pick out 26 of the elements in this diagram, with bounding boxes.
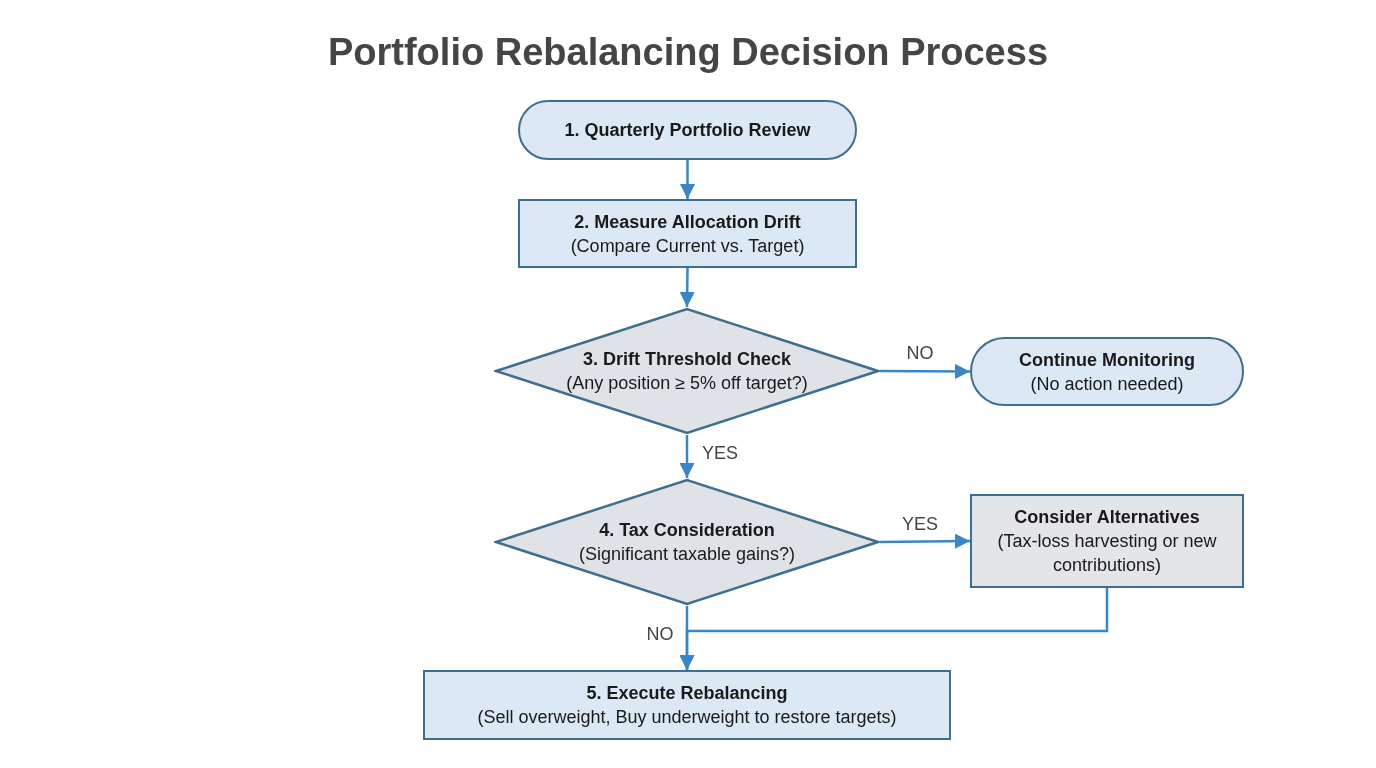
step-heading: Continue Monitoring <box>1018 348 1196 372</box>
step-description: (Compare Current vs. Target) <box>569 234 806 258</box>
step-heading: Consider Alternatives <box>1013 506 1201 529</box>
decision-diamond <box>494 478 880 606</box>
step-heading: 4. Tax Consideration <box>598 519 776 542</box>
step-description: (Tax-loss harvesting or new contributions) <box>996 530 1218 577</box>
arrow <box>679 435 695 478</box>
arrow <box>679 606 695 670</box>
arrow <box>880 533 970 549</box>
arrow <box>679 268 695 307</box>
process-box <box>970 494 1244 588</box>
step-heading: 5. Execute Rebalancing <box>585 682 789 705</box>
step-heading: 3. Drift Threshold Check <box>581 348 792 371</box>
terminal-box <box>518 100 857 160</box>
process-box <box>423 670 951 740</box>
diagram-title: Portfolio Rebalancing Decision Process <box>326 30 1050 75</box>
step-description: (Significant taxable gains?) <box>577 543 797 566</box>
decision-diamond <box>494 307 880 435</box>
process-box <box>518 199 857 268</box>
step-heading: 1. Quarterly Portfolio Review <box>563 119 812 142</box>
step-description: (Any position ≥ 5% off target?) <box>565 372 809 395</box>
arrow <box>880 363 970 379</box>
arrow <box>680 160 695 199</box>
step-heading: 2. Measure Allocation Drift <box>573 210 802 234</box>
step-description: (No action needed) <box>1029 372 1185 396</box>
step-description: (Sell overweight, Buy underweight to restore targets) <box>476 706 898 729</box>
